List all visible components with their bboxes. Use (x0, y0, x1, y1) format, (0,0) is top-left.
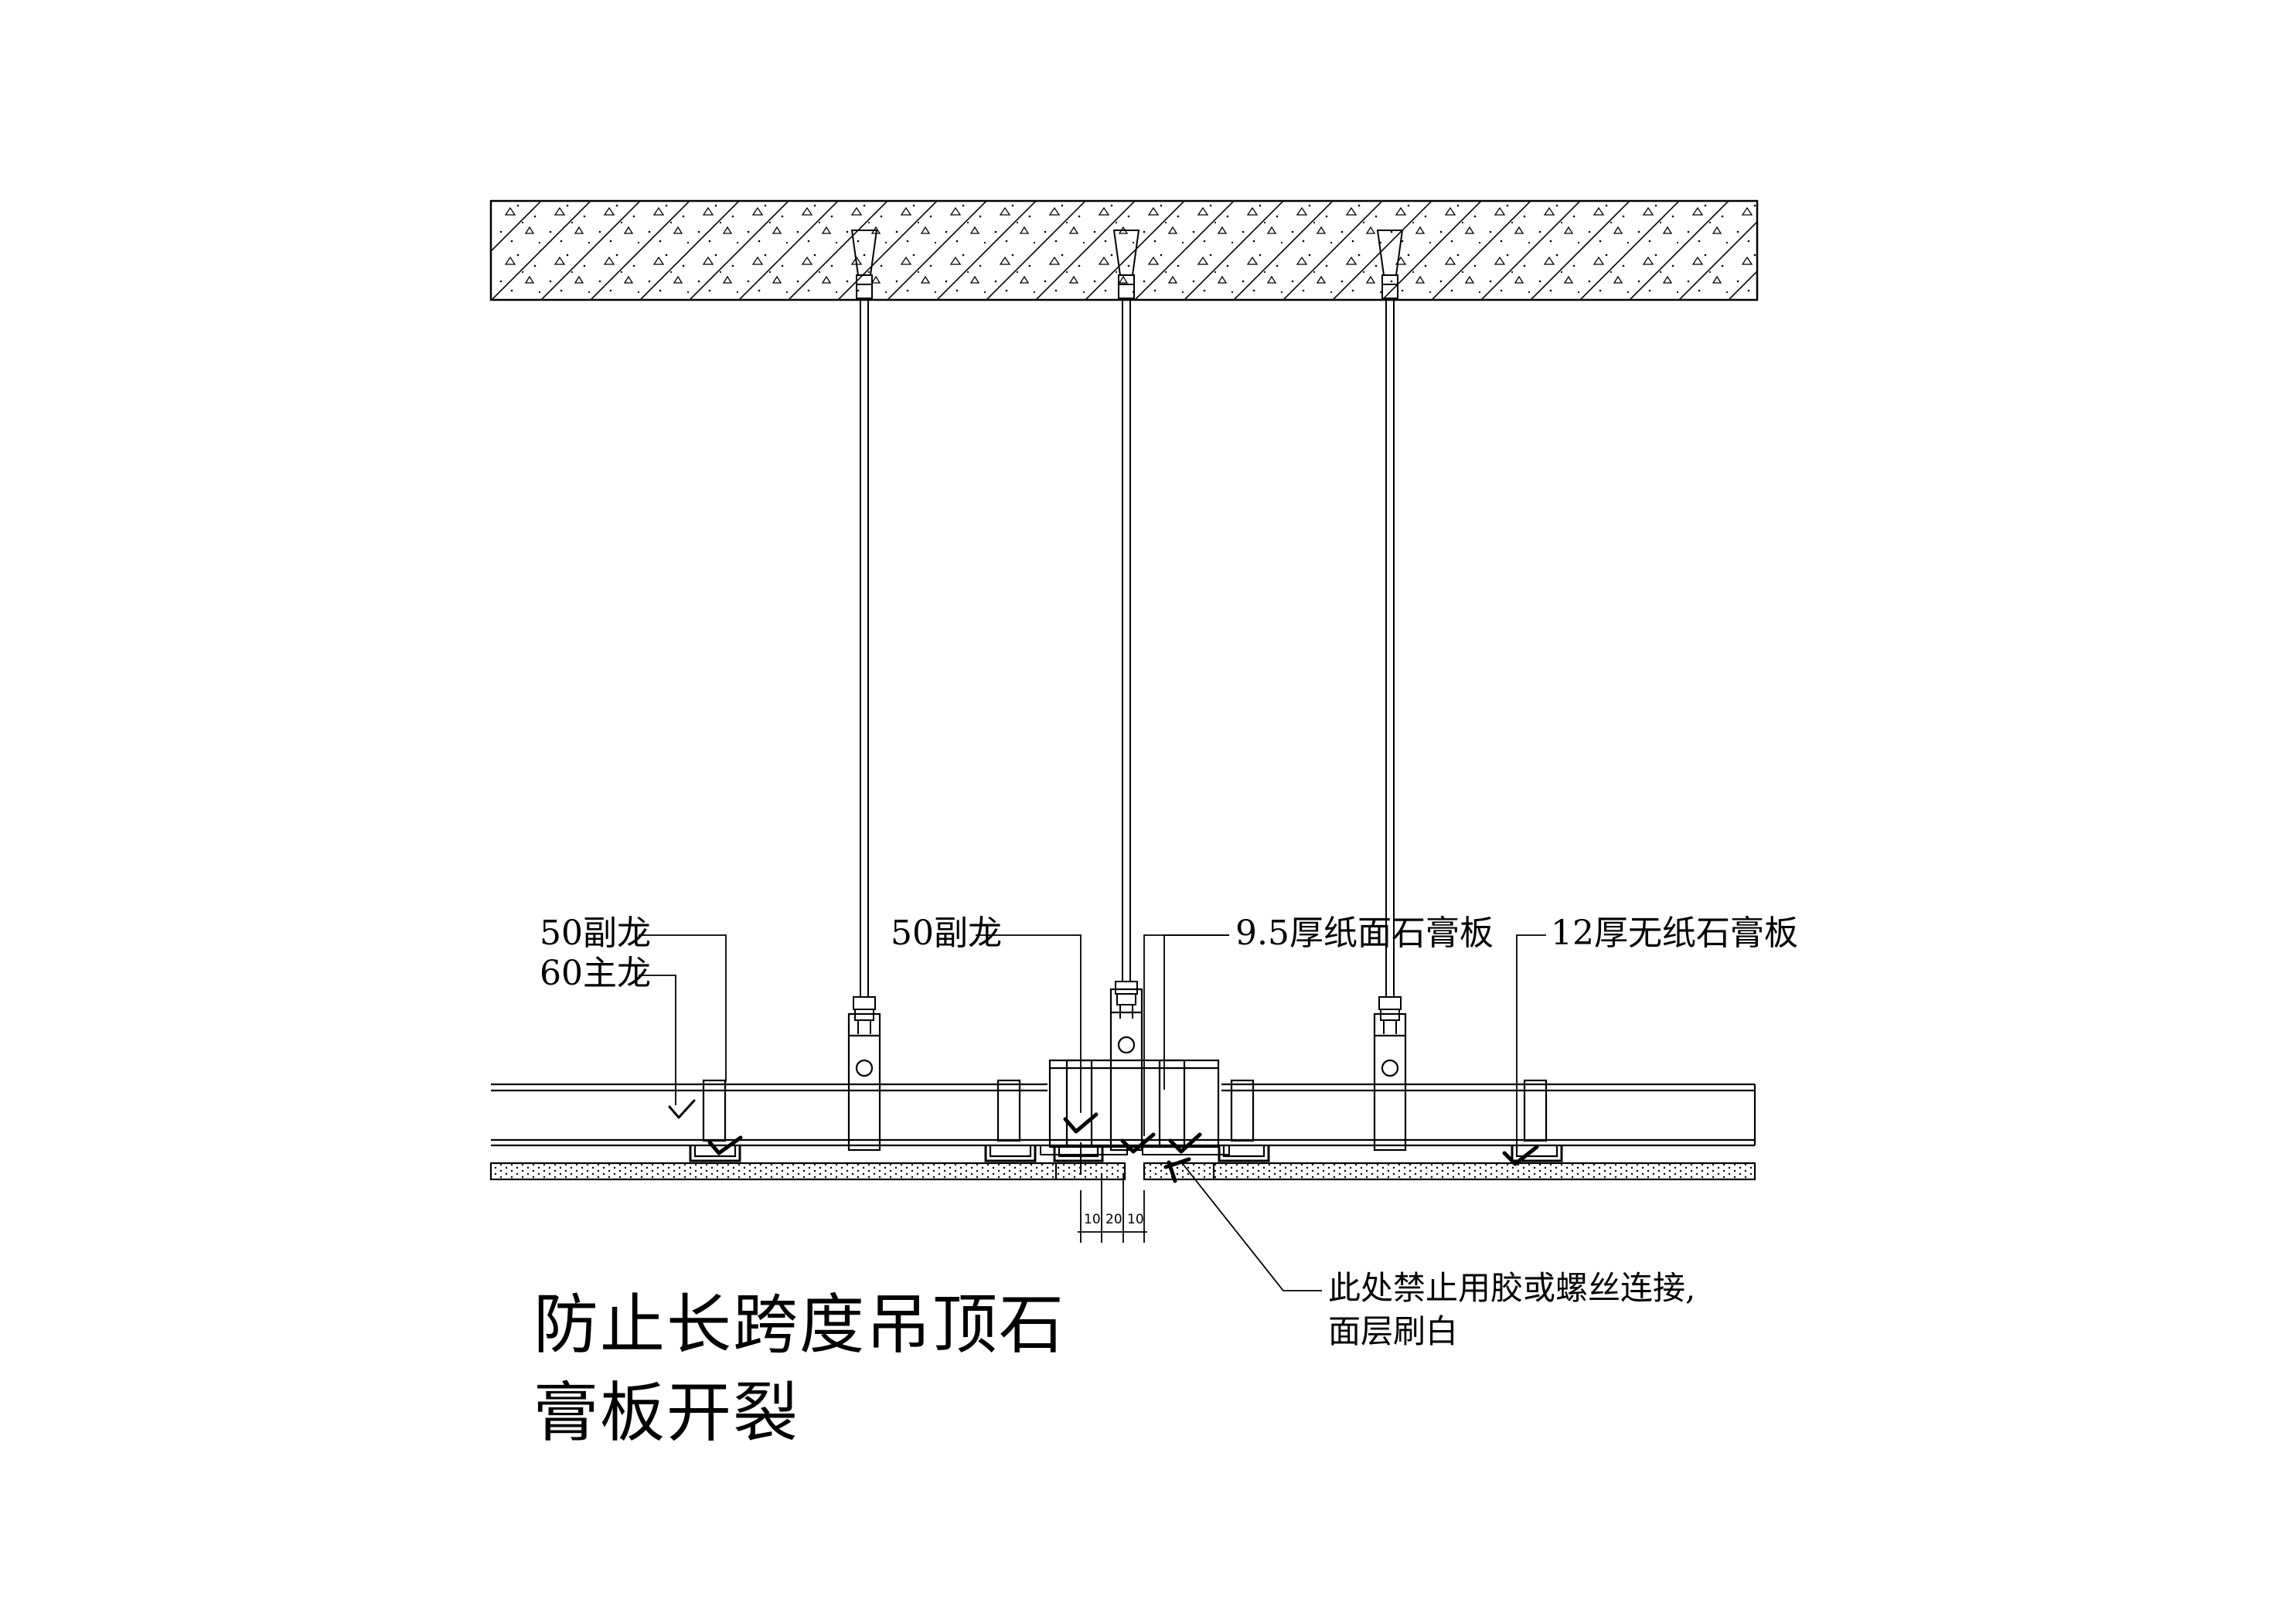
gypsum-board-layer (489, 1162, 1756, 1181)
joint-frame (1048, 1059, 1220, 1148)
label-left-main-keel: 60主龙 (540, 954, 651, 993)
note-line-1: 此处禁止用胶或螺丝连接, (1328, 1269, 1696, 1307)
hanger-rods (850, 230, 1404, 997)
label-mid-sub-keel: 50副龙 (891, 914, 1002, 953)
label-paperless-gypsum-board: 12厚无纸石膏板 (1551, 914, 1798, 953)
fixing-marks (668, 1099, 1539, 1183)
dimension-lines (1078, 1175, 1147, 1243)
hanger-brackets (847, 988, 1407, 1152)
dimension-left: 10 (1084, 1212, 1101, 1227)
drawing-title-line-1: 防止长跨度吊顶石 (533, 1287, 1066, 1363)
leader-lines (639, 934, 1546, 1291)
dimension-right: 10 (1127, 1212, 1144, 1227)
label-paper-gypsum-board: 9.5厚纸面石膏板 (1235, 914, 1494, 953)
note-line-2: 面层刷白 (1328, 1312, 1459, 1350)
dimension-middle: 20 (1105, 1212, 1122, 1227)
sub-keels (689, 1079, 1563, 1162)
label-left-sub-keel: 50副龙 (540, 914, 651, 953)
concrete-slab (489, 199, 1759, 301)
drawing-title-line-2: 膏板开裂 (533, 1375, 800, 1451)
